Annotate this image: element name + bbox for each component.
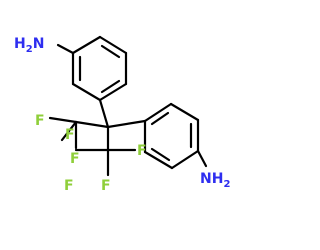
lower-amine-bond: [196, 149, 208, 168]
upper-amine-bond: [56, 43, 75, 55]
fluorine-label-2: F: [70, 151, 80, 167]
fluorine-label-5: F: [101, 178, 111, 194]
lower-benzene-ring: [143, 102, 200, 170]
bottom-amine-label: NH2: [200, 171, 230, 190]
fluorine-label-1: F: [35, 113, 45, 129]
upper-ring-to-center-bond: [98, 98, 110, 129]
fluorine-label-3: F: [65, 127, 75, 143]
central-carbon-bonds: [74, 119, 147, 152]
upper-benzene-ring: [71, 35, 128, 102]
upper-cf3-bonds: [48, 116, 78, 150]
fluorine-label-6: F: [137, 143, 147, 159]
fluorine-label-4: F: [64, 178, 74, 194]
molecule-structure-diagram: H2N NH2 F F F F F F: [14, 35, 230, 194]
top-amine-label: H2N: [14, 36, 44, 55]
lower-cf3-bonds: [74, 148, 137, 177]
